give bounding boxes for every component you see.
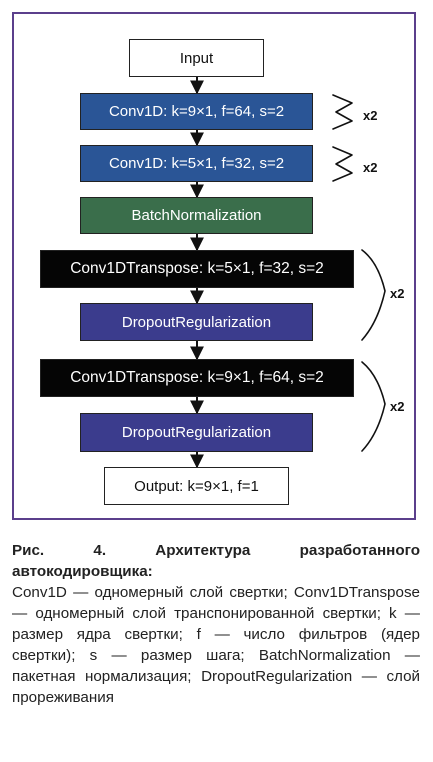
repeat-label-conv1: x2 [363,108,378,123]
input-node: Input [129,39,264,77]
repeat-label-block1: x2 [390,286,405,301]
conv1dtranspose-node-2: Conv1DTranspose: k=9×1, f=64, s=2 [40,359,354,397]
conv1d-node-2: Conv1D: k=5×1, f=32, s=2 [80,145,313,182]
figure-caption: Рис. 4. Архитектура разработанного авток… [12,540,420,708]
caption-body: Conv1D — одномерный слой свертки; Conv1D… [12,584,420,706]
diagram-connectors [190,77,386,469]
dropout-node-2: DropoutRegularization [80,413,313,452]
caption-title: Рис. 4. Архитектура разработанного авток… [12,542,420,580]
conv1dtranspose-node-1: Conv1DTranspose: k=5×1, f=32, s=2 [40,250,354,288]
repeat-label-conv2: x2 [363,160,378,175]
output-node: Output: k=9×1, f=1 [104,467,289,505]
dropout-node-1: DropoutRegularization [80,303,313,341]
batchnorm-node: BatchNormalization [80,197,313,234]
conv1d-node-1: Conv1D: k=9×1, f=64, s=2 [80,93,313,130]
brace-conv2 [332,146,353,182]
brace-block2 [361,361,386,452]
repeat-label-block2: x2 [390,399,405,414]
brace-conv1 [332,94,353,130]
brace-block1 [361,249,386,341]
